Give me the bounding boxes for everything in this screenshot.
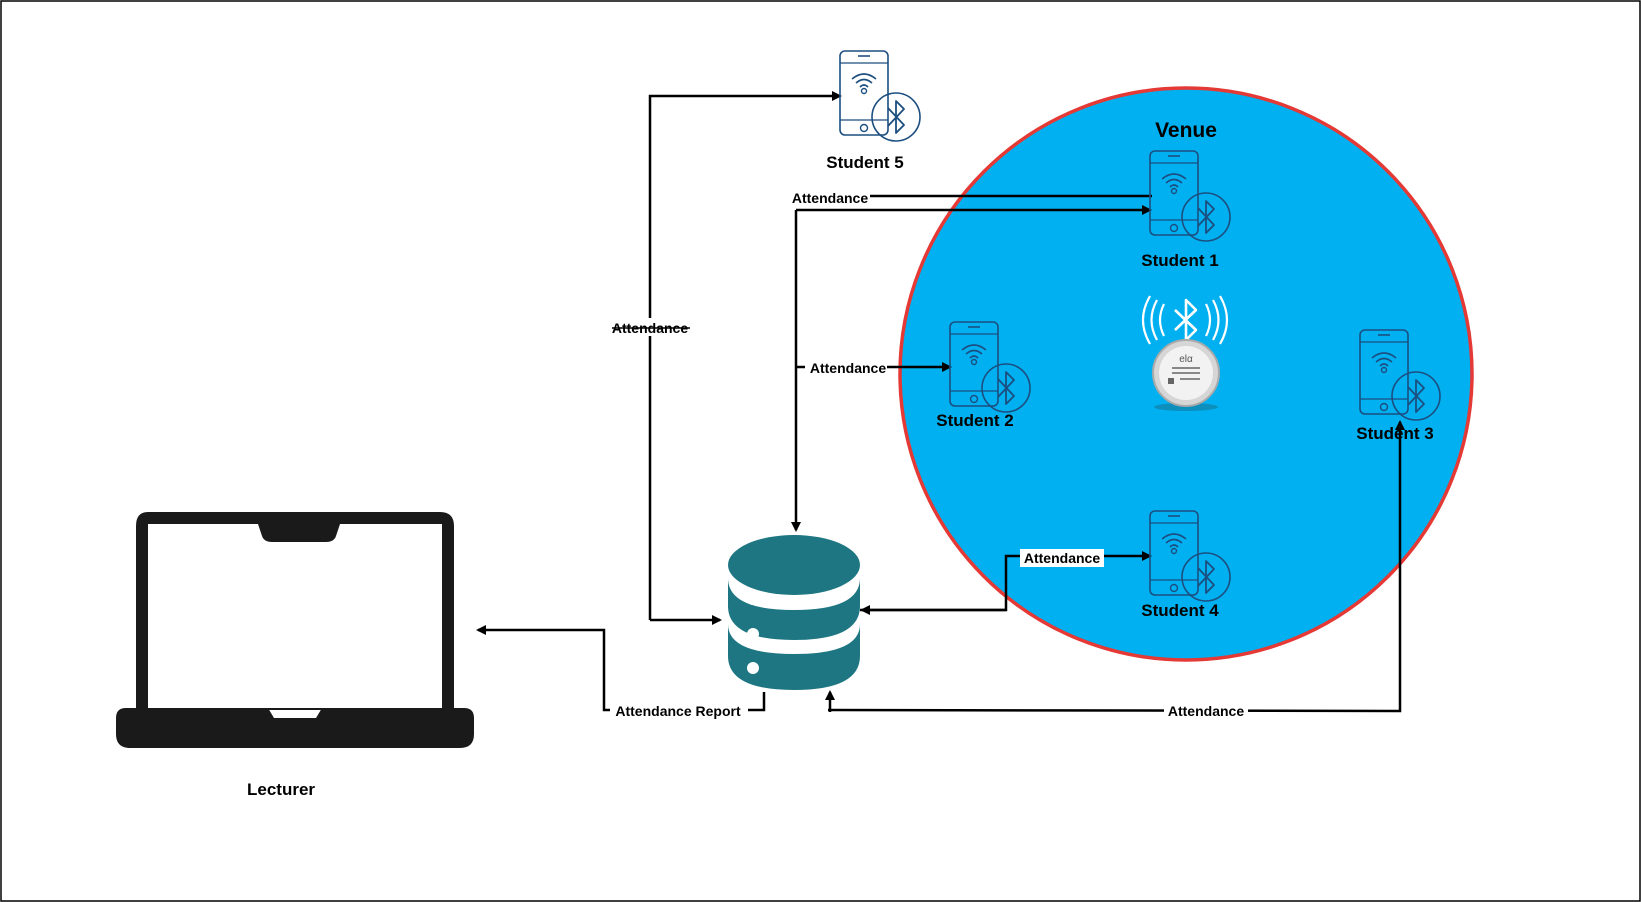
student2-label: Student 2	[936, 411, 1013, 430]
edge-label-report: Attendance Report	[615, 703, 741, 719]
lecturer-label: Lecturer	[247, 780, 315, 799]
edge-label-student2: Attendance	[810, 360, 886, 376]
label-bg-student2	[805, 359, 887, 377]
student5-label: Student 5	[826, 153, 903, 172]
edge-label-student4: Attendance	[1024, 550, 1100, 566]
beacon-brand-logo: elα	[1179, 354, 1193, 365]
beacon-qr-mark	[1168, 378, 1174, 384]
connector-student3	[827, 420, 1405, 713]
database-icon	[728, 535, 860, 690]
beacon-print-line	[1172, 367, 1200, 369]
edge-labels: Attendance Attendance Attendance Attenda…	[610, 189, 1248, 720]
label-bg-student1	[788, 189, 870, 207]
bluetooth-icon	[1174, 298, 1198, 342]
laptop-icon	[116, 512, 474, 748]
connector-student5	[648, 91, 842, 620]
student4-label: Student 4	[1141, 601, 1219, 620]
label-bg-student3	[1164, 702, 1248, 720]
edge-label-student1: Attendance	[792, 190, 868, 206]
student1-label: Student 1	[1141, 251, 1218, 270]
beacon-print-line	[1172, 372, 1200, 374]
label-bg-report	[610, 702, 748, 720]
label-bg-student5	[610, 318, 692, 336]
venue-label: Venue	[1155, 119, 1217, 142]
student5-phone-icon	[839, 50, 921, 142]
bluetooth-beacon: elα	[1141, 295, 1229, 411]
label-bg-student4	[1020, 549, 1104, 567]
student3-label: Student 3	[1356, 424, 1433, 443]
connector-report	[476, 625, 766, 712]
beacon-print-line	[1180, 378, 1200, 380]
edge-label-student3: Attendance	[1168, 703, 1244, 719]
broadcast-waves-icon	[1141, 295, 1229, 345]
